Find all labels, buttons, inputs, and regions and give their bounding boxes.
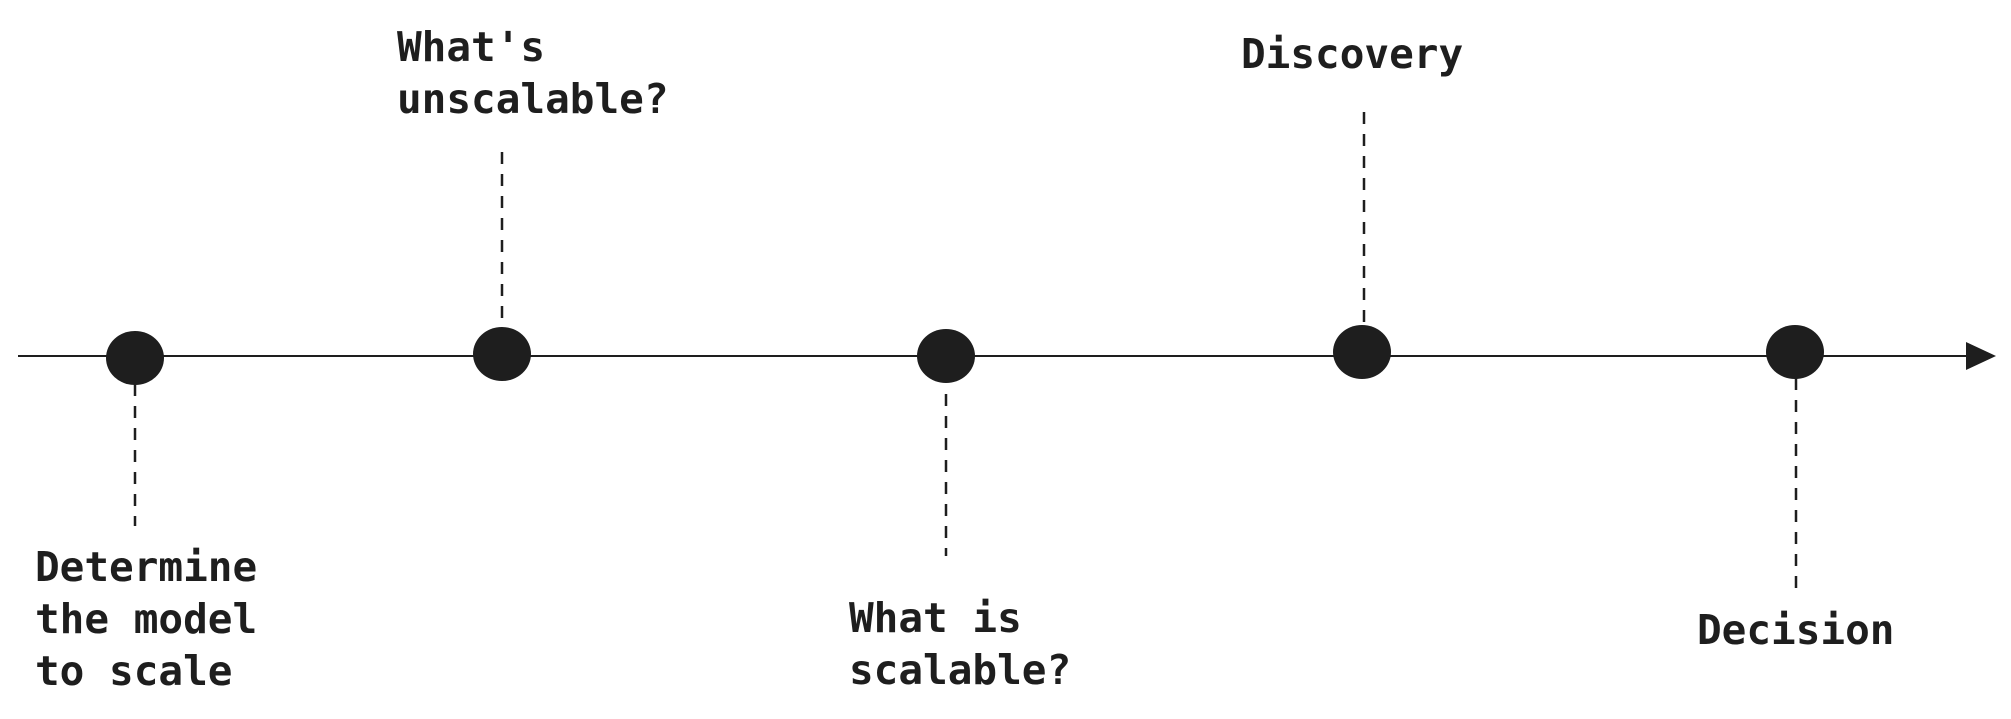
milestone-dot [473, 327, 531, 381]
milestone-scalable: What is scalable? [849, 329, 1071, 694]
milestone-decision: Decision [1697, 325, 1894, 654]
milestone-label-line: to scale [35, 647, 232, 695]
milestone-label-line: What is [849, 594, 1022, 642]
milestone-label-line: Determine [35, 543, 257, 591]
milestone-dot [1333, 325, 1391, 379]
milestone-unscalable: What's unscalable? [397, 23, 669, 381]
milestone-label: What is scalable? [849, 594, 1071, 694]
milestone-label-line: Decision [1697, 606, 1894, 654]
milestone-dot [1766, 325, 1824, 379]
milestone-label-line: Discovery [1241, 30, 1463, 78]
milestone-dot [106, 331, 164, 385]
milestone-label: What's unscalable? [397, 23, 669, 123]
milestone-discovery: Discovery [1241, 30, 1463, 379]
milestone-label: Decision [1697, 606, 1894, 654]
milestone-label: Determine the model to scale [35, 543, 282, 695]
milestone-label-line: scalable? [849, 646, 1071, 694]
milestone-dot [917, 329, 975, 383]
timeline-arrowhead [1966, 342, 1996, 370]
milestone-label-line: unscalable? [397, 75, 669, 123]
milestone-label-line: the model [35, 595, 257, 643]
milestone-determine: Determine the model to scale [35, 331, 282, 695]
milestone-label-line: What's [397, 23, 545, 71]
milestone-label: Discovery [1241, 30, 1463, 78]
